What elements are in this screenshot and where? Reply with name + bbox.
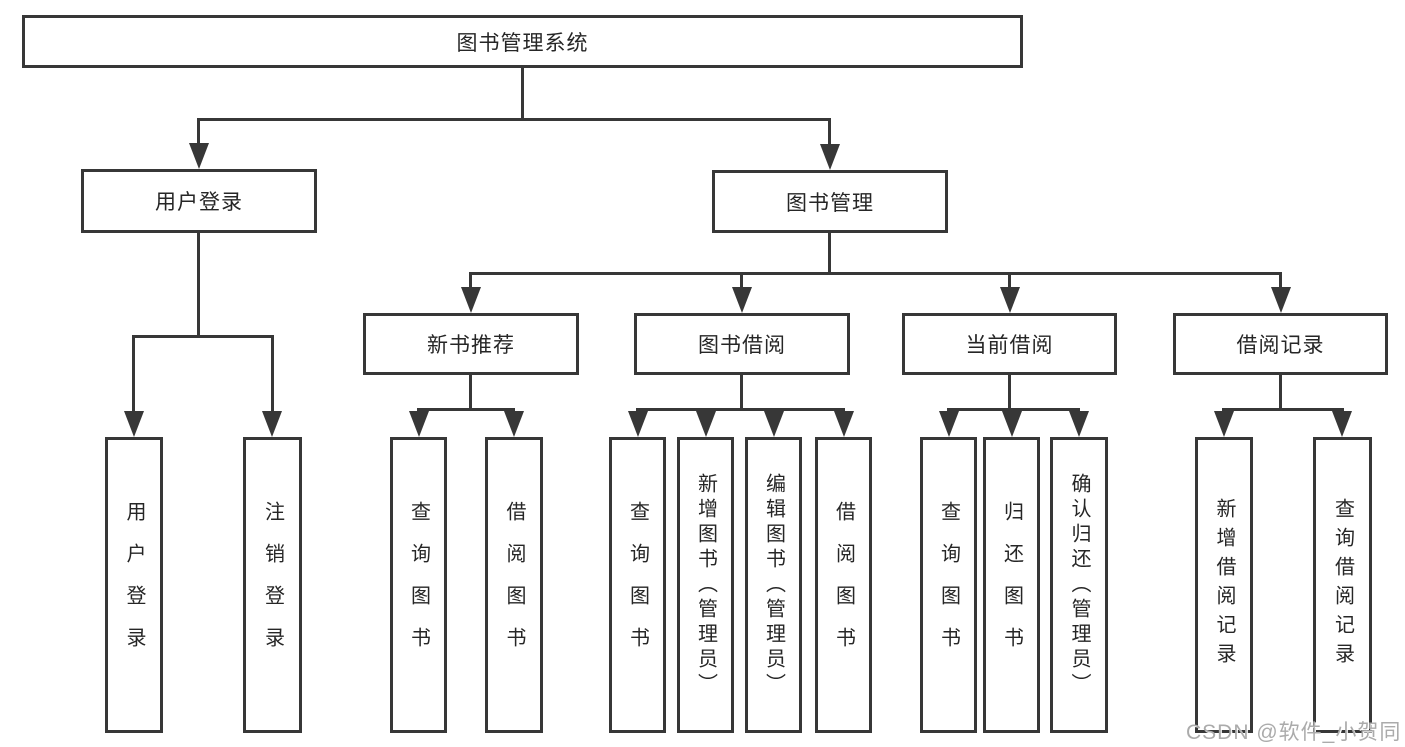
arrowhead-down: [461, 287, 481, 313]
node-leaf-add-books-admin: 新增图书（管理员）: [677, 437, 734, 733]
arrowhead-down: [1332, 411, 1352, 437]
connector-line: [740, 272, 743, 290]
node-leaf-query-books-3: 查询图书: [920, 437, 977, 733]
connector-line: [947, 408, 1080, 411]
connector-line: [740, 375, 743, 410]
node-leaf-add-borrow-record: 新增借阅记录: [1195, 437, 1253, 733]
leaf-label: 借阅图书: [832, 501, 855, 669]
connector-line: [197, 118, 831, 121]
arrowhead-down: [262, 411, 282, 437]
leaf-label: 归还图书: [1000, 501, 1023, 669]
arrowhead-down: [732, 287, 752, 313]
leaf-label: 用户登录: [123, 501, 145, 669]
node-root: 图书管理系统: [22, 15, 1023, 68]
arrowhead-down: [1271, 287, 1291, 313]
watermark: CSDN @软件_小贺同学: [1186, 721, 1402, 744]
arrowhead-down: [409, 411, 429, 437]
arrowhead-down: [820, 144, 840, 170]
leaf-label: 查询借阅记录: [1331, 498, 1354, 672]
node-leaf-query-books-1: 查询图书: [390, 437, 447, 733]
connector-line: [1222, 408, 1344, 411]
connector-line: [1008, 375, 1011, 410]
node-new-book-recommend: 新书推荐: [363, 313, 579, 375]
connector-line: [828, 233, 831, 275]
leaf-label: 确认归还（管理员）: [1068, 472, 1090, 698]
arrowhead-down: [1002, 411, 1022, 437]
connector-line: [636, 408, 844, 411]
leaf-label: 查询图书: [626, 501, 649, 669]
arrowhead-down: [1000, 287, 1020, 313]
node-leaf-confirm-return-admin: 确认归还（管理员）: [1050, 437, 1108, 733]
arrowhead-down: [764, 411, 784, 437]
connector-line: [1279, 272, 1282, 290]
connector-line: [132, 335, 135, 413]
connector-line: [469, 272, 1282, 275]
arrowhead-down: [124, 411, 144, 437]
node-borrow-records: 借阅记录: [1173, 313, 1388, 375]
arrowhead-down: [696, 411, 716, 437]
node-leaf-borrow-books-1: 借阅图书: [485, 437, 543, 733]
node-book-borrow: 图书借阅: [634, 313, 850, 375]
node-book-management: 图书管理: [712, 170, 948, 233]
arrowhead-down: [189, 143, 209, 169]
connector-line: [828, 118, 831, 146]
arrowhead-down: [504, 411, 524, 437]
arrowhead-down: [628, 411, 648, 437]
connector-line: [271, 335, 274, 413]
node-leaf-query-borrow-record: 查询借阅记录: [1313, 437, 1372, 733]
leaf-label: 注销登录: [261, 501, 284, 669]
connector-line: [469, 272, 472, 290]
node-leaf-query-books-2: 查询图书: [609, 437, 666, 733]
arrowhead-down: [834, 411, 854, 437]
node-leaf-return-books: 归还图书: [983, 437, 1040, 733]
leaf-label: 查询图书: [407, 501, 430, 669]
leaf-label: 编辑图书（管理员）: [762, 472, 785, 698]
node-leaf-logout: 注销登录: [243, 437, 302, 733]
connector-line: [197, 233, 200, 337]
node-current-borrow: 当前借阅: [902, 313, 1117, 375]
connector-line: [521, 67, 524, 120]
connector-line: [1279, 375, 1282, 410]
leaf-label: 借阅图书: [503, 501, 525, 669]
node-leaf-edit-books-admin: 编辑图书（管理员）: [745, 437, 802, 733]
connector-line: [1008, 272, 1011, 290]
arrowhead-down: [1069, 411, 1089, 437]
leaf-label: 查询图书: [937, 501, 960, 669]
leaf-label: 新增借阅记录: [1213, 498, 1235, 672]
leaf-label: 新增图书（管理员）: [694, 472, 717, 698]
arrowhead-down: [1214, 411, 1234, 437]
node-leaf-borrow-books-2: 借阅图书: [815, 437, 872, 733]
node-user-login: 用户登录: [81, 169, 317, 233]
connector-line: [197, 118, 200, 146]
connector-line: [132, 335, 274, 338]
connector-line: [417, 408, 515, 411]
node-leaf-user-login: 用户登录: [105, 437, 163, 733]
arrowhead-down: [939, 411, 959, 437]
connector-line: [469, 375, 472, 410]
